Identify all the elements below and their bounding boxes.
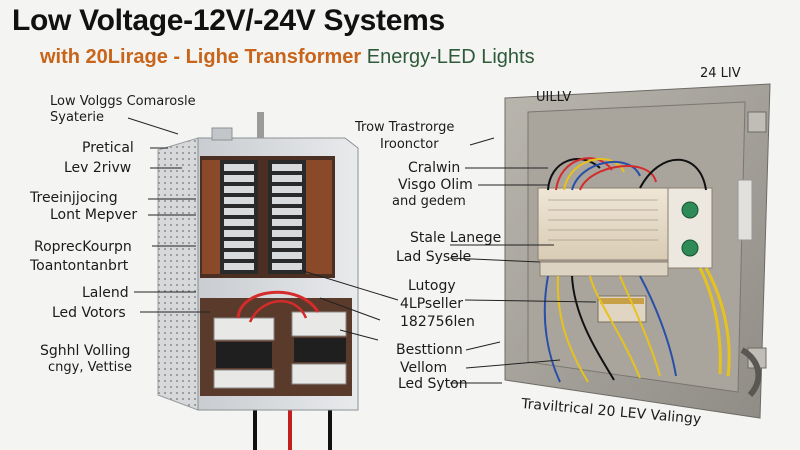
right-junction-box <box>504 83 771 419</box>
mid-label-6: Stale Lanege <box>410 230 502 246</box>
mid-label-10: 182756len <box>400 314 475 330</box>
terminal-strip-a <box>220 160 258 274</box>
leader-lines <box>127 117 597 384</box>
left-label-3: Pretical <box>82 140 134 156</box>
left-label-1: Low Volggs Comarosle <box>50 94 196 109</box>
left-side-panel <box>157 137 199 411</box>
subtitle-part-b: Energy-LED Lights <box>366 46 535 68</box>
mid-label-5: and gedem <box>392 194 466 209</box>
mid-label-8: Lutogy <box>408 278 456 294</box>
terminal-panel <box>537 187 669 261</box>
mid-label-13: Led Syton <box>398 376 468 392</box>
side-label <box>737 179 753 241</box>
mid-label-11: Besttionn <box>396 342 463 358</box>
page-title: Low Voltage-12V/-24V Systems <box>12 4 445 37</box>
relay-left <box>213 317 275 389</box>
left-label-7: RoprecKourpn <box>34 239 132 255</box>
left-label-2: Syaterie <box>50 110 104 125</box>
top-tab <box>211 127 233 141</box>
left-label-5: Treeinjjocing <box>30 190 118 206</box>
mid-label-1: Trow Trastrorge <box>355 120 455 135</box>
indicator-light-top <box>681 201 699 219</box>
left-label-11: Sghhl Volling <box>40 343 131 359</box>
red-wire-loop-2 <box>248 300 308 323</box>
left-label-8: Toantontanbrt <box>30 258 129 274</box>
left-label-4: Lev 2rivw <box>64 160 132 176</box>
relay-right <box>291 311 347 385</box>
left-label-9: Lalend <box>82 285 129 301</box>
exit-cable <box>740 347 762 398</box>
terminal-strip-b <box>268 160 306 274</box>
left-label-6: Lont Mepver <box>50 207 138 223</box>
mount-tab-top <box>747 111 767 133</box>
box-top-label: UILLV <box>536 90 572 105</box>
left-label-12: cngy, Vettise <box>48 360 133 375</box>
top-terminal <box>257 112 264 138</box>
top-wire-bundle <box>547 157 707 191</box>
mid-label-3: Cralwin <box>408 160 461 176</box>
mid-label-2: Iroonctor <box>380 137 439 152</box>
mid-label-4: Visgo Olim <box>398 177 473 193</box>
indicator-light-bottom <box>681 239 699 257</box>
subtitle-part-a: with 20Lirage - Lighe Transformer <box>40 46 362 68</box>
left-label-10: Led Votors <box>52 305 126 321</box>
red-wire-loop-1 <box>236 290 320 319</box>
bottom-wire-bundle <box>543 267 731 383</box>
mid-label-9: 4LPseller <box>400 296 463 312</box>
page-subtitle: with 20Lirage - Lighe Transformer Energy… <box>40 46 535 69</box>
mid-label-12: Vellom <box>400 360 448 376</box>
left-transformer-unit <box>157 112 359 450</box>
voltage-top-right: 24 LIV <box>700 66 741 81</box>
coil-left <box>202 160 332 274</box>
mid-label-7: Lad Sysele <box>396 249 472 265</box>
lower-terminal-row <box>539 261 669 277</box>
